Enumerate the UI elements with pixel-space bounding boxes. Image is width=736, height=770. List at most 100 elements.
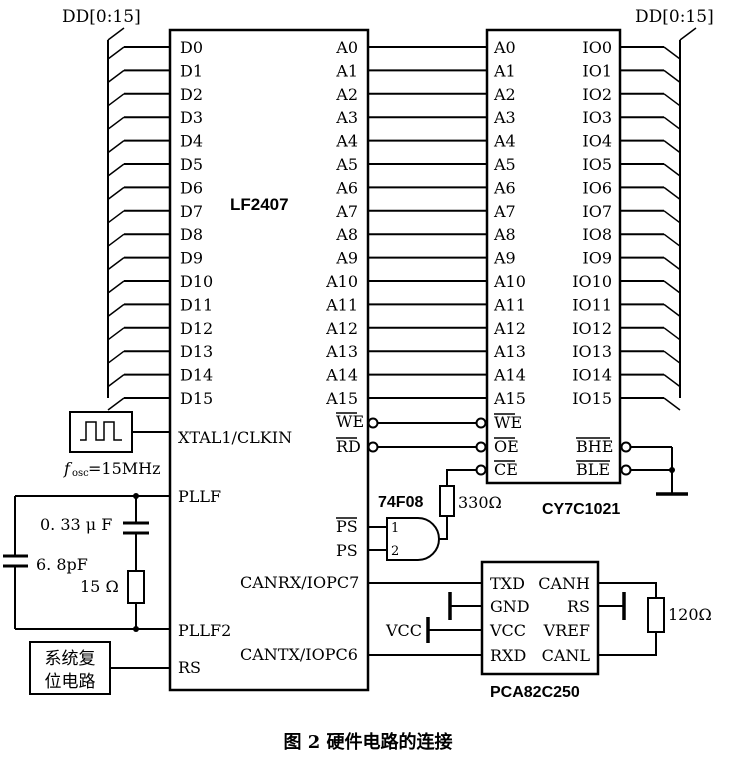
left-bus-entry xyxy=(107,397,125,411)
osc-f-label: f xyxy=(63,459,73,478)
gate-body xyxy=(386,517,440,561)
lf2407-pllf-label: PLLF xyxy=(178,487,221,506)
cy-pin-io3: IO3 xyxy=(582,108,612,127)
cy-pin-io6: IO6 xyxy=(582,178,612,197)
lf2407-pin-d8: D8 xyxy=(180,225,203,244)
osc-freq-label: =15MHz xyxy=(88,459,161,478)
pllf2-junction xyxy=(133,626,139,632)
cy-pin-io5: IO5 xyxy=(582,155,612,174)
lf2407-pin-d4: D4 xyxy=(180,132,203,151)
right-bus-entry xyxy=(663,186,681,200)
pca-pin-rs: RS xyxy=(567,597,590,616)
lf2407-cantx-label: CANTX/IOPC6 xyxy=(240,645,358,664)
right-bus-entry xyxy=(663,257,681,271)
right-bus-entry xyxy=(663,46,681,60)
bhe-ble-ground xyxy=(620,441,688,496)
lf2407-pin-d14: D14 xyxy=(180,366,213,385)
left-bus-entry xyxy=(107,27,125,41)
cy-pin-a7: A7 xyxy=(493,202,516,221)
lf2407-pin-d3: D3 xyxy=(180,108,203,127)
left-bus-entry xyxy=(107,93,125,107)
lf2407-ps-label: PS xyxy=(336,541,358,560)
lf2407-pin-d1: D1 xyxy=(180,61,203,80)
right-bus-entry xyxy=(663,303,681,317)
lf2407-pin-d12: D12 xyxy=(180,319,213,338)
right-bus-entry xyxy=(663,163,681,177)
lf2407-pin-d15: D15 xyxy=(180,389,213,408)
lf2407-ps-bar-label: PS xyxy=(336,517,358,536)
right-bus-entry xyxy=(663,140,681,154)
r15-body xyxy=(127,570,145,604)
right-bus-entry xyxy=(663,350,681,364)
lf2407-pin-a10: A10 xyxy=(325,272,358,291)
cy-pin-io2: IO2 xyxy=(582,85,612,104)
cy-pin-io7: IO7 xyxy=(582,202,612,221)
cy-ble-label: BLE xyxy=(576,460,610,479)
left-bus-entry xyxy=(107,280,125,294)
r330-body xyxy=(439,485,455,517)
canl-wire xyxy=(598,632,657,656)
cy-pin-io14: IO14 xyxy=(572,366,612,385)
pca-pin-canh: CANH xyxy=(538,574,590,593)
left-bus-entry xyxy=(107,210,125,224)
left-bus-entry xyxy=(107,69,125,84)
lf2407-pin-a9: A9 xyxy=(335,249,358,268)
lf2407-canrx-label: CANRX/IOPC7 xyxy=(240,573,359,592)
lf2407-xtal-label: XTAL1/CLKIN xyxy=(178,428,292,447)
right-bus-entry xyxy=(663,93,681,107)
lf2407-pin-a7: A7 xyxy=(335,202,358,221)
right-bus-entry xyxy=(663,374,681,388)
lf2407-pin-a12: A12 xyxy=(325,319,358,338)
square-wave-icon xyxy=(80,421,122,441)
cy-pin-a10: A10 xyxy=(493,272,526,291)
r120-body xyxy=(647,597,665,633)
cy-pin-io13: IO13 xyxy=(572,342,612,361)
pca-pin-canl: CANL xyxy=(542,646,591,665)
left-bus-entry xyxy=(107,233,125,247)
gate-in2-label: 2 xyxy=(391,544,399,559)
right-bus-entry xyxy=(663,210,681,224)
lf2407-pin-d11: D11 xyxy=(180,295,213,314)
left-bus-wires xyxy=(107,46,170,411)
left-bus-entry xyxy=(107,163,125,177)
lf2407-body xyxy=(168,28,370,692)
c68-label: 6. 8pF xyxy=(36,555,88,574)
cy7c1021-name: CY7C1021 xyxy=(542,501,620,518)
cy-pin-a1: A1 xyxy=(493,61,516,80)
cy-pin-io12: IO12 xyxy=(572,319,612,338)
can-wiring: VCC 120Ω xyxy=(368,582,712,656)
left-bus-entry xyxy=(107,327,125,341)
right-bus-label: DD[0:15] xyxy=(635,7,714,27)
cy-pin-a4: A4 xyxy=(493,132,516,151)
cy-pin-a2: A2 xyxy=(493,85,516,104)
right-bus-entry xyxy=(663,327,681,341)
cy-pin-a15: A15 xyxy=(493,389,526,408)
lf2407-rs-label: RS xyxy=(178,658,201,677)
right-bus-wires xyxy=(620,46,681,411)
pca-pin-vcc: VCC xyxy=(489,621,526,640)
cy-pin-a11: A11 xyxy=(493,295,526,314)
pca-pin-gnd: GND xyxy=(490,597,530,616)
lf2407-pin-d0: D0 xyxy=(180,38,203,57)
lf2407-rd-label: RD xyxy=(336,437,361,456)
lf2407-rd-bubble xyxy=(367,441,379,453)
lf2407-pin-a2: A2 xyxy=(335,85,358,104)
right-bus-entry xyxy=(663,280,681,294)
cy-pin-io15: IO15 xyxy=(572,389,612,408)
vcc-label: VCC xyxy=(385,621,422,640)
cy-we-label: WE xyxy=(494,413,522,432)
left-bus-entry xyxy=(107,116,125,130)
cy-pin-a8: A8 xyxy=(493,225,516,244)
reset-label-line1: 系统复 xyxy=(45,649,96,669)
cy-oe-label: OE xyxy=(494,437,519,456)
pca-pin-txd: TXD xyxy=(490,574,525,593)
left-bus-entry xyxy=(107,46,125,60)
figure-caption: 图 2 硬件电路的连接 xyxy=(283,731,452,753)
cy-pin-a9: A9 xyxy=(493,249,516,268)
lf2407-chip: LF2407 D0D1D2D3D4D5D6D7D8D9D10D11D12D13D… xyxy=(168,28,370,692)
reset-box xyxy=(29,641,111,695)
lf2407-pin-d9: D9 xyxy=(180,249,203,268)
